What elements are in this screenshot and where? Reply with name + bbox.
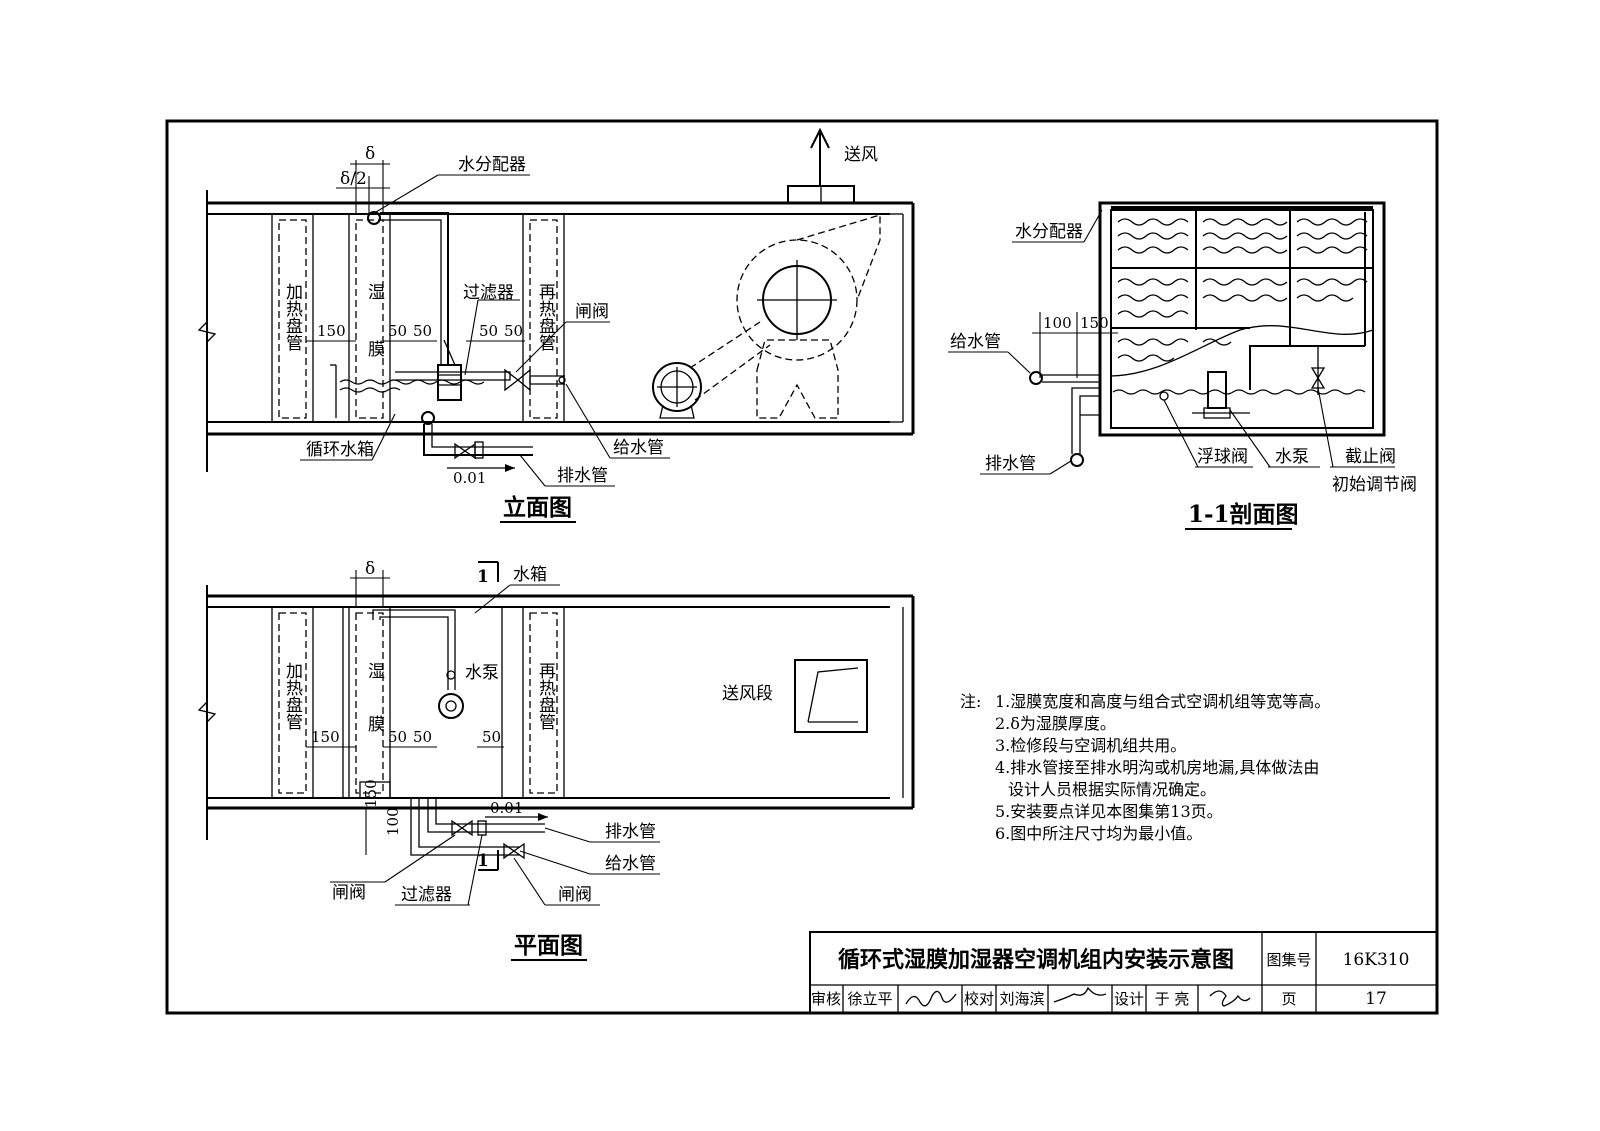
reviewer-name: 徐立平	[847, 990, 892, 1008]
elev-dim-50b: 50	[413, 322, 432, 340]
note-4-cont: 设计人员根据实际情况确定。	[1008, 780, 1216, 799]
drawing-title: 循环式湿膜加湿器空调机组内安装示意图	[838, 947, 1234, 973]
plan-heating-coil-label: 加热盘管	[282, 662, 303, 730]
plan-dim-150: 150	[311, 728, 340, 746]
plan-gate-valve-right-label: 闸阀	[558, 885, 592, 905]
sec-water-distributor-label: 水分配器	[1015, 222, 1083, 242]
elev-circ-tank-label: 循环水箱	[306, 440, 374, 460]
elev-filter-label: 过滤器	[463, 283, 514, 303]
plan-title: 平面图	[514, 932, 583, 959]
elev-membrane-label: 湿膜	[364, 283, 385, 397]
plan-section-mark-top: 1	[477, 567, 489, 587]
note-6: 6.图中所注尺寸均为最小值。	[995, 824, 1202, 843]
page-number: 17	[1365, 989, 1387, 1009]
plan-dim-50c: 50	[482, 728, 501, 746]
plan-pump-label: 水泵	[465, 663, 499, 683]
review-label: 审核	[811, 990, 841, 1008]
elev-supply-pipe-label: 给水管	[613, 438, 664, 458]
elev-slope-label: 0.01	[453, 469, 486, 487]
plan-delta-label: δ	[365, 559, 375, 579]
checker-signature	[1053, 986, 1107, 1003]
atlas-label: 图集号	[1266, 951, 1311, 969]
plan-supply-pipe-label: 给水管	[605, 854, 656, 874]
page-label: 页	[1281, 990, 1296, 1008]
plan-dim-50b: 50	[413, 728, 432, 746]
plan-membrane-label: 湿膜	[364, 662, 385, 768]
plan-dim-50a: 50	[388, 728, 407, 746]
elev-dim-50d: 50	[504, 322, 523, 340]
plan-supply-section-label: 送风段	[722, 684, 773, 704]
plan-reheat-coil-label: 再热盘管	[535, 662, 556, 730]
elev-reheat-coil-label: 再热盘管	[535, 283, 556, 351]
elev-dim-50c: 50	[479, 322, 498, 340]
atlas-number: 16K310	[1343, 950, 1410, 970]
sec-pump-label: 水泵	[1275, 447, 1309, 467]
sec-dim-150: 150	[1080, 314, 1109, 332]
note-1: 1.湿膜宽度和高度与组合式空调机组等宽等高。	[995, 692, 1330, 711]
elev-delta-half-label: δ/2	[340, 169, 367, 189]
designer-name: 于 亮	[1155, 990, 1190, 1008]
plan-view: 加热盘管 湿膜 再热盘管 δ 1 1 水箱 水泵 送风段	[197, 559, 915, 961]
elev-delta-label: δ	[365, 144, 375, 164]
plan-filter-label: 过滤器	[401, 885, 452, 905]
check-label: 校对	[964, 990, 994, 1008]
note-4: 4.排水管接至排水明沟或机房地漏,具体做法由	[995, 758, 1319, 777]
elev-dim-150: 150	[317, 322, 346, 340]
elev-supply-air-label: 送风	[844, 145, 878, 165]
elevation-view: 加热盘管 湿膜 再热盘管 δ δ/2 水分配器 送风	[197, 127, 915, 523]
designer-signature	[1209, 990, 1251, 1007]
elev-water-distributor-label: 水分配器	[458, 155, 526, 175]
elev-drain-pipe-label: 排水管	[557, 466, 608, 486]
section-title: 1-1剖面图	[1188, 501, 1299, 528]
elevation-title: 立面图	[503, 494, 572, 521]
elev-dim-50a: 50	[388, 322, 407, 340]
plan-slope-label: 0.01	[490, 799, 523, 817]
sec-supply-pipe-label: 给水管	[950, 332, 1001, 352]
sec-dim-100: 100	[1043, 314, 1072, 332]
plan-dim-150v: 150	[362, 779, 380, 808]
note-2: 2.δ为湿膜厚度。	[995, 714, 1116, 733]
section-view: 100 150 水分配器 给水管 排水管 浮球阀 水泵 截止阀 初始调节阀 1-…	[948, 201, 1417, 530]
design-label: 设计	[1114, 990, 1144, 1008]
note-5: 5.安装要点详见本图集第13页。	[995, 802, 1223, 821]
elev-heating-coil-label: 加热盘管	[282, 283, 303, 351]
plan-drain-pipe-label: 排水管	[605, 822, 656, 842]
sec-stop-valve-label: 截止阀	[1345, 447, 1396, 467]
sheet-border	[165, 119, 1439, 1015]
reviewer-signature	[905, 990, 957, 1007]
title-block: 循环式湿膜加湿器空调机组内安装示意图 图集号 16K310 审核 徐立平 校对 …	[809, 931, 1438, 1014]
checker-name: 刘海滨	[999, 990, 1044, 1008]
sec-float-valve-label: 浮球阀	[1197, 447, 1248, 467]
note-3: 3.检修段与空调机组共用。	[995, 736, 1186, 755]
elev-gate-valve-label: 闸阀	[575, 302, 609, 322]
plan-water-tank-label: 水箱	[513, 565, 547, 585]
plan-dim-100v: 100	[384, 807, 402, 836]
sec-drain-pipe-label: 排水管	[985, 454, 1036, 474]
plan-section-mark-bottom: 1	[477, 851, 489, 871]
sec-init-valve-label: 初始调节阀	[1332, 475, 1417, 495]
plan-gate-valve-left-label: 闸阀	[332, 883, 366, 903]
notes-block: 注: 1.湿膜宽度和高度与组合式空调机组等宽等高。 2.δ为湿膜厚度。 3.检修…	[960, 692, 1330, 843]
notes-prefix: 注:	[960, 692, 981, 711]
